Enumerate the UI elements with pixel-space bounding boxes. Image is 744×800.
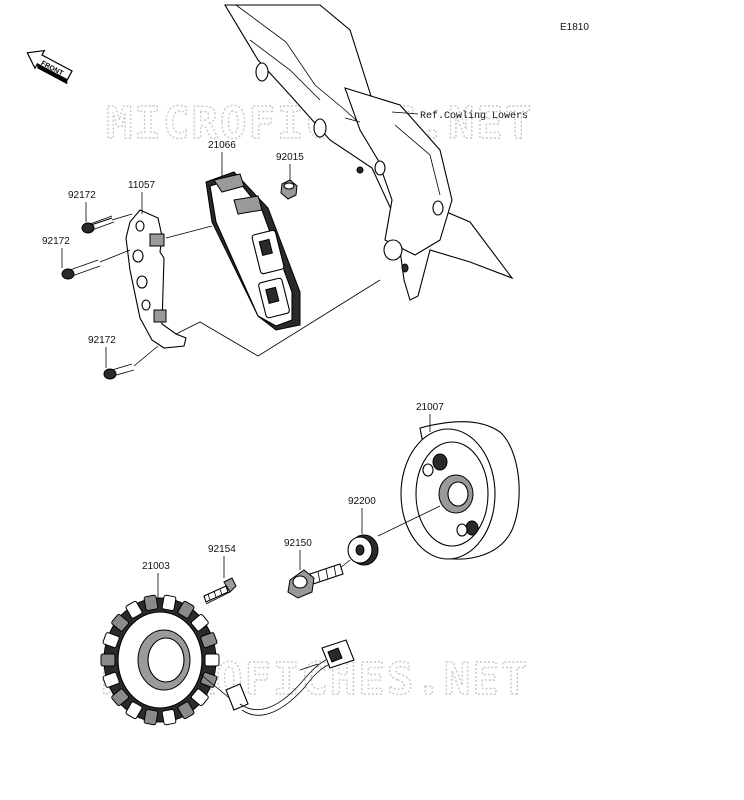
stator-tooth: [125, 600, 143, 619]
stator-tooth: [111, 688, 130, 707]
leader-ref: [391, 111, 419, 115]
stator-tooth: [190, 688, 209, 707]
leader-bracket-reg: [165, 225, 213, 239]
bolt-92172-lower: [103, 363, 135, 380]
bolt-92150: [287, 563, 344, 599]
part-92015-label: 92015: [276, 152, 304, 163]
stator-tooth: [204, 653, 220, 667]
stator-tooth: [190, 613, 209, 632]
stator-tooth: [125, 701, 143, 720]
bolt-92172-upper: [81, 215, 115, 234]
stator-tooth: [143, 709, 159, 726]
regulator-rectifier: [205, 171, 301, 331]
stator-tooth: [100, 653, 116, 667]
stator-21003: [100, 594, 355, 726]
stator-tooth: [111, 613, 130, 632]
stator-tooth: [143, 594, 159, 611]
bolt-92172-middle: [61, 259, 101, 280]
part-11057-label: 11057: [128, 180, 156, 191]
leader-stator-bolt: [205, 591, 231, 605]
stator-tooth: [177, 701, 195, 720]
stator-tooth: [177, 600, 195, 619]
ref-note: Ref.Cowling Lowers: [420, 110, 528, 122]
part-92154-label: 92154: [208, 544, 236, 555]
part-92150-label: 92150: [284, 538, 312, 549]
stator-tooth: [200, 632, 218, 649]
part-92172-lower-label: 92172: [88, 335, 116, 346]
leader-bolt-middle: [99, 249, 131, 263]
part-92172-upper-label: 92172: [68, 190, 96, 201]
stator-tooth: [200, 671, 218, 688]
stator-tooth: [161, 709, 177, 726]
leader-bolt-lower: [133, 345, 159, 367]
cowling-body: [224, 4, 514, 301]
leader-bolt-upper: [111, 213, 133, 221]
stator-tooth: [161, 594, 177, 611]
bracket-11057: [125, 209, 187, 349]
front-arrow-icon: FRONT: [26, 49, 73, 85]
part-21066-label: 21066: [208, 140, 236, 151]
leader-washer-bolt: [339, 559, 351, 569]
leader-bracket-cowl: [175, 279, 381, 357]
part-92200-label: 92200: [348, 496, 376, 507]
part-92172-middle-label: 92172: [42, 236, 70, 247]
part-21003-label: 21003: [142, 561, 170, 572]
diagram-code: E1810: [560, 22, 589, 33]
leader-rotor-washer: [377, 505, 441, 537]
leader-cowling: [344, 117, 361, 123]
washer-92200: [347, 534, 379, 566]
rotor-21007: [400, 421, 520, 560]
part-21007-label: 21007: [416, 402, 444, 413]
stator-tooth: [102, 632, 120, 649]
stator-tooth: [102, 671, 120, 688]
bolt-92154: [203, 577, 237, 603]
nut-92015: [280, 179, 298, 200]
